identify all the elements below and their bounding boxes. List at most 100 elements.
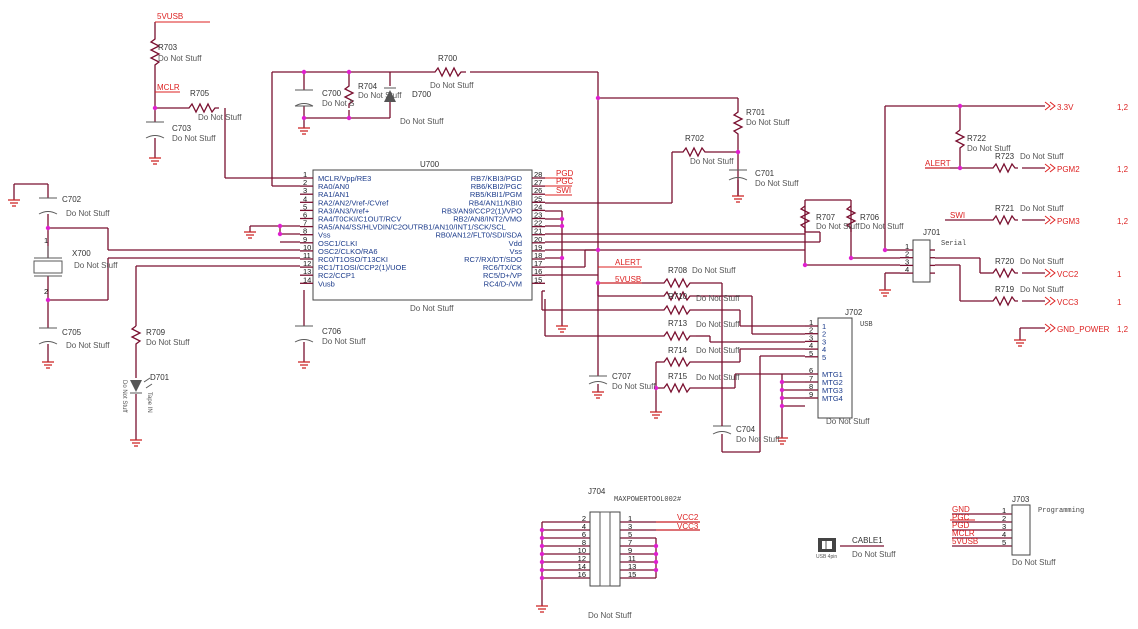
u700-pin-name: Vusb — [318, 279, 335, 288]
u700-pin-name: RB7/KBI3/PGD — [471, 174, 523, 183]
u700-pin-name: RB5/KBI1/PGM — [470, 190, 522, 199]
j702-mtg-name: MTG3 — [822, 386, 843, 395]
crystal-x700 — [33, 246, 63, 277]
ref-r703: R703 — [158, 43, 178, 52]
value-r713: Do Not Stuff — [696, 320, 740, 329]
u700-pin-number: 1 — [303, 170, 307, 179]
j702-mtg-number: 8 — [809, 382, 813, 391]
u700-pin-number: 17 — [534, 259, 542, 268]
ref-r700: R700 — [438, 54, 458, 63]
u700-pin-name: Vss — [318, 231, 331, 240]
u700-pin-number: 4 — [303, 194, 307, 203]
u700-pin-name: OSC1/CLKI — [318, 239, 357, 248]
u700-pin-name: RB3/AN9/CCP2(1)/VPO — [442, 206, 523, 215]
sheet-ref-6: 1,2 — [1117, 325, 1129, 334]
j702-mtg-number: 9 — [809, 390, 813, 399]
ref-j704: J704 — [588, 487, 606, 496]
j704-pin-number: 3 — [628, 522, 632, 531]
j702-pin-name: 3 — [822, 337, 826, 346]
u700-pin-number: 10 — [303, 243, 311, 252]
ref-r707: R707 — [816, 213, 836, 222]
j701-pin-number: 2 — [905, 250, 909, 259]
u700-pin-number: 11 — [303, 251, 311, 260]
u700-pin-name: RA4/T0CKI/C1OUT/RCV — [318, 215, 401, 224]
j704-pin-number: 12 — [578, 554, 586, 563]
j704-pin-number: 15 — [628, 570, 636, 579]
value-r722: Do Not Stuff — [967, 144, 1011, 153]
u700-pin-name: RA0/AN0 — [318, 182, 349, 191]
u700-pin-number: 8 — [303, 227, 307, 236]
ref-r721: R721 — [995, 204, 1015, 213]
u700-pin-name: RA3/AN3/Vref+ — [318, 206, 370, 215]
net-5vusb-top: 5VUSB — [157, 12, 183, 21]
j702-pin-name: 4 — [822, 345, 826, 354]
j704-pin-number: 4 — [582, 522, 586, 531]
connector-j703 — [1011, 504, 1031, 556]
value-d700: Do Not Stuff — [400, 117, 444, 126]
value-r709: Do Not Stuff — [146, 338, 190, 347]
u700-pin-name: OSC2/CLKO/RA6 — [318, 247, 378, 256]
title-j702: USB — [860, 321, 873, 329]
u700-pin-number: 25 — [534, 194, 542, 203]
net-3v3: 3.3V — [1057, 103, 1074, 112]
u700-pin-number: 12 — [303, 259, 311, 268]
x700-pin2: 2 — [44, 287, 48, 296]
value-u700: Do Not Stuff — [410, 304, 454, 313]
sheet-ref-2: 1,2 — [1117, 165, 1129, 174]
j702-pin-number: 3 — [809, 333, 813, 342]
value-j702: Do Not Stuff — [826, 417, 870, 426]
ref-r722: R722 — [967, 134, 987, 143]
usb-4pin-label: USB 4pin — [816, 554, 837, 560]
net-swi-u700: SWI — [556, 186, 571, 195]
value-r703: Do Not Stuff — [158, 54, 202, 63]
ref-r713: R713 — [668, 319, 688, 328]
ref-r709: R709 — [146, 328, 166, 337]
junction-dots — [45, 69, 963, 581]
net-pgc: PGC — [556, 177, 574, 186]
title-j703: Programming — [1038, 507, 1084, 515]
u700-pin-number: 13 — [303, 267, 311, 276]
j702-pin-number: 5 — [809, 349, 813, 358]
u700-pin-number: 22 — [534, 219, 542, 228]
u700-pin-number: 5 — [303, 202, 307, 211]
u700-pin-name: RC4/D-/VM — [484, 279, 522, 288]
ref-r704: R704 — [358, 82, 378, 91]
j703-pin-number: 4 — [1002, 530, 1006, 539]
j704-pin-number: 6 — [582, 530, 586, 539]
u700-pin-name: RC7/RX/DT/SDO — [464, 255, 522, 264]
net-vcc3: VCC3 — [1057, 298, 1079, 307]
u700-pin-number: 24 — [534, 202, 542, 211]
u700-pin-name: MCLR/Vpp/RE3 — [318, 174, 371, 183]
ref-r705: R705 — [190, 89, 210, 98]
ref-c701: C701 — [755, 169, 775, 178]
value-r704: Do Not Stuff — [358, 91, 402, 100]
ref-c705: C705 — [62, 328, 82, 337]
j704-pin-number: 13 — [628, 562, 636, 571]
j703-pin-number: 5 — [1002, 538, 1006, 547]
ref-c706: C706 — [322, 327, 342, 336]
value-r701: Do Not Stuff — [746, 118, 790, 127]
u700-pin-name: RA5/AN4/SS/HLVDIN/C2OUTRB1/AN10/INT1/SCK… — [318, 223, 506, 232]
value-x700: Do Not Stuff — [74, 261, 118, 270]
component-labels: R703 Do Not Stuff R705 Do Not Stuff C703… — [44, 43, 1084, 620]
j704-pin-number: 16 — [578, 570, 586, 579]
value-r706: Do Not Stuff — [860, 222, 904, 231]
u700-pin-number: 16 — [534, 267, 542, 276]
j704-pin-number: 9 — [628, 546, 632, 555]
u700-pin-number: 26 — [534, 186, 542, 195]
value-c701: Do Not Stuff — [755, 179, 799, 188]
net-pgm3: PGM3 — [1057, 217, 1080, 226]
connector-j704 — [589, 511, 621, 587]
u700-pin-number: 6 — [303, 211, 307, 220]
net-mclr: MCLR — [157, 83, 180, 92]
value-r719: Do Not Stuff — [1020, 285, 1064, 294]
u700-pin-name: RB6/KBI2/PGC — [471, 182, 523, 191]
u700-pin-name: RA2/AN2/Vref-/CVref — [318, 198, 389, 207]
tape-in-label: Tape IN — [146, 392, 152, 413]
ref-c700: C700 — [322, 89, 342, 98]
net-pgm2: PGM2 — [1057, 165, 1080, 174]
sheet-ref-3: 1,2 — [1117, 217, 1129, 226]
ref-r708: R708 — [668, 266, 688, 275]
u700-pin-name: RC5/D+/VP — [483, 271, 522, 280]
